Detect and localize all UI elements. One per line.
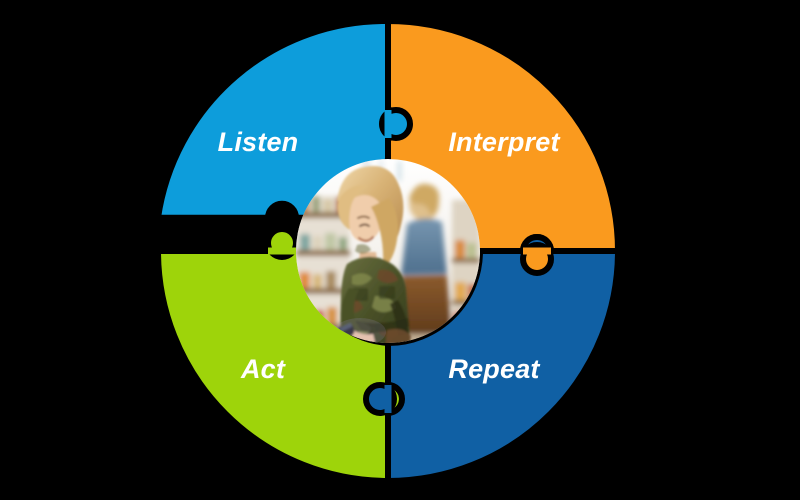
repeat-label: Repeat xyxy=(448,354,540,384)
repeat-piece-shape xyxy=(385,234,621,484)
act-label: Act xyxy=(240,354,286,384)
interpret-label: Interpret xyxy=(448,127,560,157)
puzzle-piece-repeat[interactable]: Repeat xyxy=(385,234,621,484)
photo-background-layer xyxy=(296,159,480,343)
listen-label: Listen xyxy=(218,127,299,157)
photo-subject-layer xyxy=(337,166,411,343)
puzzle-knobs xyxy=(265,107,554,416)
puzzle-piece-listen[interactable]: Listen xyxy=(155,17,405,221)
center-photo xyxy=(296,159,480,343)
